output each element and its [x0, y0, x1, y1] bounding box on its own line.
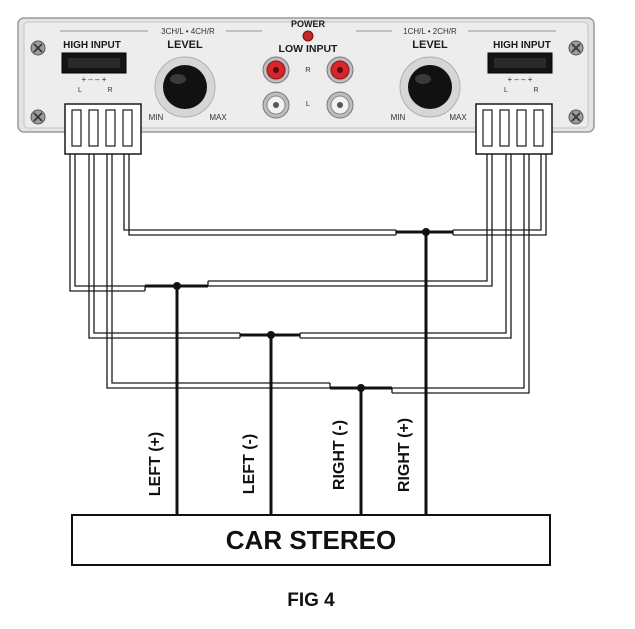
min-label-left: MIN: [149, 113, 164, 122]
wire-label-right-plus: RIGHT (+): [396, 418, 413, 492]
screw-icon: [30, 109, 46, 125]
terminal-slot: [494, 58, 546, 68]
terminal-slot: [68, 58, 120, 68]
amplifier-faceplate: 3CH/L • 4CH/R 1CH/L • 2CH/R POWER LOW IN…: [17, 17, 595, 133]
level-label-right: LEVEL: [412, 39, 448, 51]
wire-label-left-minus: LEFT (-): [241, 434, 258, 494]
harness-wire: [88, 154, 240, 339]
max-label-right: MAX: [449, 113, 467, 122]
rca-l-label: L: [306, 99, 310, 108]
splice-dot: [422, 228, 430, 236]
low-input-label: LOW INPUT: [279, 43, 338, 55]
terminal-r-left: R: [107, 87, 112, 94]
min-label-right: MIN: [391, 113, 406, 122]
max-label-left: MAX: [209, 113, 227, 122]
splice-dot: [357, 384, 365, 392]
power-label: POWER: [291, 19, 326, 29]
splice-dot: [173, 282, 181, 290]
harness-wire: [74, 154, 145, 287]
harness-wire: [111, 154, 330, 384]
high-input-label-left: HIGH INPUT: [63, 40, 121, 51]
terminal-signs-right: + – – +: [508, 75, 533, 84]
rca-jack-icon[interactable]: [326, 91, 354, 119]
rca-r-label: R: [305, 65, 311, 74]
rca-jack-icon[interactable]: [262, 91, 290, 119]
car-stereo-label: CAR STEREO: [226, 525, 396, 555]
wire-label-right-minus: RIGHT (-): [331, 420, 348, 490]
power-led-icon: [302, 30, 314, 42]
car-stereo-box: [71, 514, 551, 566]
harness-wire: [123, 154, 396, 231]
wire-label-left-plus: LEFT (+): [147, 432, 164, 496]
harness-wire: [392, 154, 525, 389]
harness-wire: [453, 154, 542, 231]
left-channel-label: 3CH/L • 4CH/R: [161, 27, 215, 36]
terminal-l-left: L: [78, 87, 82, 94]
figure-caption: FIG 4: [287, 590, 335, 611]
connector-plug-right: [475, 103, 553, 155]
terminal-r-right: R: [533, 87, 538, 94]
rca-jack-icon[interactable]: [326, 56, 354, 84]
harness-wire: [208, 154, 488, 282]
screw-icon: [30, 40, 46, 56]
terminal-l-right: L: [504, 87, 508, 94]
harness-wire: [208, 154, 493, 287]
harness-wire: [453, 154, 547, 236]
terminal-signs-left: + – – +: [82, 75, 107, 84]
harness-wire: [392, 154, 530, 394]
splice-dot: [267, 331, 275, 339]
screw-icon: [568, 40, 584, 56]
rca-jack-icon[interactable]: [262, 56, 290, 84]
harness-wire: [300, 154, 512, 339]
level-label-left: LEVEL: [167, 39, 203, 51]
harness-wire: [69, 154, 145, 292]
harness-wire: [128, 154, 396, 236]
harness-wire: [106, 154, 330, 389]
level-knob-left[interactable]: [154, 56, 216, 118]
right-channel-label: 1CH/L • 2CH/R: [403, 27, 457, 36]
harness-wire: [93, 154, 240, 334]
level-knob-right[interactable]: [399, 56, 461, 118]
connector-plug-left: [64, 103, 142, 155]
high-input-label-right: HIGH INPUT: [493, 40, 551, 51]
harness-wire: [300, 154, 507, 334]
screw-icon: [568, 109, 584, 125]
